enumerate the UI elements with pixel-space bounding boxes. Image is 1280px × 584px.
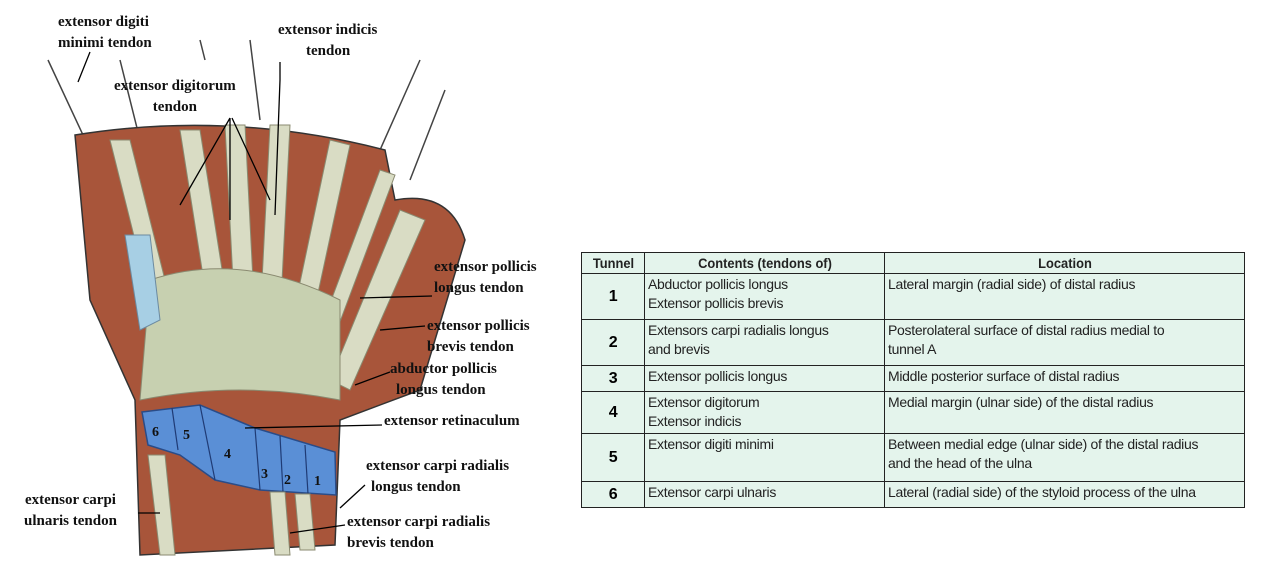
extensor-tunnels-table: Tunnel Contents (tendons of) Location 1 …: [581, 252, 1245, 508]
tunnel-number: 2: [581, 319, 645, 366]
label-line: extensor carpi: [25, 492, 116, 508]
location-cell: Middle posterior surface of distal radiu…: [884, 365, 1245, 392]
label-line: brevis tendon: [347, 535, 434, 551]
cell-line: Between medial edge (ulnar side) of the …: [888, 436, 1199, 452]
cell-line: Extensor carpi ulnaris: [648, 484, 777, 500]
label-abductor-pollicis-longus: abductor pollicis longus tendon: [390, 359, 497, 401]
compartment-number-4: 4: [224, 447, 231, 462]
location-cell: Lateral margin (radial side) of distal r…: [884, 273, 1245, 320]
cell-line: Extensor digiti minimi: [648, 436, 774, 452]
tunnel-number: 3: [581, 365, 645, 392]
label-line: extensor pollicis: [427, 318, 530, 334]
compartment-number-2: 2: [284, 473, 291, 488]
compartment-number-6: 6: [152, 425, 159, 440]
cell-line: Extensor pollicis longus: [648, 368, 788, 384]
label-extensor-indicis: extensor indicis tendon: [278, 20, 377, 62]
cell-line: Extensors carpi radialis longus: [648, 322, 829, 338]
header-location: Location: [898, 252, 1231, 274]
label-extensor-digitorum: extensor digitorum tendon: [114, 76, 236, 118]
cell-line: Extensor pollicis brevis: [648, 295, 784, 311]
label-line: abductor pollicis: [390, 361, 497, 377]
wrist-anatomy-illustration: [47, 39, 466, 556]
tunnel-number: 6: [581, 481, 645, 508]
label-line: minimi tendon: [58, 35, 152, 51]
header-tunnel: Tunnel: [583, 252, 643, 274]
label-line: longus tendon: [371, 479, 461, 495]
label-line: extensor pollicis: [434, 259, 537, 275]
label-line: extensor carpi radialis: [347, 514, 491, 530]
cell-line: Extensor indicis: [648, 413, 742, 429]
table-row: 3 Extensor pollicis longus Middle poster…: [581, 365, 1245, 392]
label-extensor-pollicis-brevis: extensor pollicis brevis tendon: [427, 316, 530, 358]
label-line: brevis tendon: [427, 339, 514, 355]
table-header-row: Tunnel Contents (tendons of) Location: [582, 252, 1245, 274]
label-line: tendon: [152, 99, 197, 115]
label-line: extensor indicis: [278, 22, 378, 38]
compartment-number-5: 5: [183, 428, 190, 443]
label-line: extensor retinaculum: [384, 413, 520, 429]
label-extensor-pollicis-longus: extensor pollicis longus tendon: [434, 257, 537, 299]
cell-line: Middle posterior surface of distal radiu…: [888, 368, 1120, 384]
cell-line: Lateral margin (radial side) of distal r…: [888, 276, 1136, 292]
compartment-number-1: 1: [314, 474, 321, 489]
contents-cell: Extensor digiti minimi: [644, 433, 885, 482]
label-line: longus tendon: [434, 280, 524, 296]
cell-line: Posterolateral surface of distal radius …: [888, 322, 1165, 338]
cell-line: Lateral (radial side) of the styloid pro…: [888, 484, 1196, 500]
header-contents: Contents (tendons of): [653, 252, 876, 274]
compartment-number-3: 3: [261, 467, 268, 482]
cell-line: Abductor pollicis longus: [648, 276, 788, 292]
cell-line: and the head of the ulna: [888, 455, 1032, 471]
contents-cell: Extensors carpi radialis longus and brevi…: [644, 319, 885, 366]
label-extensor-carpi-radialis-longus: extensor carpi radialis longus tendon: [366, 456, 509, 498]
label-extensor-digiti-minimi: extensor digiti minimi tendon: [58, 12, 152, 54]
cell-line: Medial margin (ulnar side) of the distal…: [888, 394, 1154, 410]
extensor-retinaculum-shape: [141, 404, 337, 496]
tunnel-number: 4: [581, 391, 645, 434]
label-line: extensor carpi radialis: [366, 458, 510, 474]
location-cell: Medial margin (ulnar side) of the distal…: [884, 391, 1245, 434]
cell-line: and brevis: [648, 341, 710, 357]
location-cell: Posterolateral surface of distal radius …: [884, 319, 1245, 366]
label-extensor-carpi-radialis-brevis: extensor carpi radialis brevis tendon: [347, 512, 490, 554]
label-extensor-retinaculum: extensor retinaculum: [384, 411, 520, 432]
label-extensor-carpi-ulnaris: extensor carpi ulnaris tendon: [24, 490, 117, 532]
table-row: 5 Extensor digiti minimi Between medial …: [581, 433, 1245, 482]
label-line: tendon: [306, 43, 351, 59]
label-line: extensor digitorum: [114, 78, 236, 94]
cell-line: tunnel A: [888, 341, 937, 357]
cell-line: Extensor digitorum: [648, 394, 760, 410]
tunnel-number: 5: [581, 433, 645, 482]
contents-cell: Extensor pollicis longus: [644, 365, 885, 392]
contents-cell: Extensor carpi ulnaris: [644, 481, 885, 508]
label-line: longus tendon: [396, 382, 486, 398]
location-cell: Between medial edge (ulnar side) of the …: [884, 433, 1245, 482]
location-cell: Lateral (radial side) of the styloid pro…: [884, 481, 1245, 508]
table-row: 6 Extensor carpi ulnaris Lateral (radial…: [581, 481, 1245, 508]
table-row: 2 Extensors carpi radialis longus and bre…: [581, 319, 1245, 366]
label-line: ulnaris tendon: [24, 513, 117, 529]
label-line: extensor digiti: [58, 14, 149, 30]
tunnel-number: 1: [581, 273, 645, 320]
